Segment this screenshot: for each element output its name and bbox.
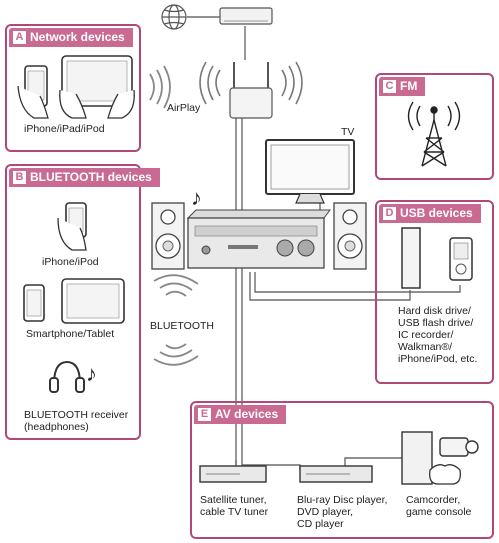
hard-disk-drive-icon [401,227,421,289]
label-bd-line2: DVD player, [297,506,354,518]
satellite-tuner-icon [199,465,267,483]
music-note-icon: ♪ [191,185,202,210]
label-cam-line1: Camcorder, [406,494,461,506]
camcorder-icon [439,437,479,457]
label-iphone-ipod: iPhone/iPod [42,256,99,268]
right-speaker-icon [333,202,367,270]
iphone-ipod-icon [57,202,87,251]
label-usb-line3: IC recorder/ [398,329,454,341]
fm-antenna-icon [407,101,461,167]
panel-e-title: AV devices [215,407,279,421]
panel-b-heading: B BLUETOOTH devices [9,168,160,187]
panel-b-letter: B [13,171,26,184]
label-sat-line2: cable TV tuner [200,506,269,518]
panel-c-heading: C FM [379,77,426,96]
label-bt-receiver-line1: BLUETOOTH receiver [24,409,129,421]
panel-fm: C FM [375,73,494,180]
panel-e-letter: E [198,408,211,421]
tv-icon [265,139,355,204]
label-smartphone-tablet: Smartphone/Tablet [26,328,115,340]
label-usb-line2: USB flash drive/ [398,317,474,329]
label-cam-line2: game console [406,506,472,518]
label-usb-line4: Walkman®/ [398,341,453,353]
label-bt-receiver-line2: (headphones) [24,421,89,433]
walkman-icon [449,237,473,281]
panel-e-heading: E AV devices [194,405,287,424]
label-sat-line1: Satellite tuner, [200,494,267,506]
router-icon [229,62,273,119]
panel-av-devices: E AV devices [190,401,494,539]
panel-c-title: FM [400,79,418,93]
panel-d-heading: D USB devices [379,204,481,223]
smartphone-tablet-icon [23,278,125,324]
label-bd-line3: CD player [297,518,344,530]
game-console-icon [401,431,461,485]
wifi-waves-icon [199,61,303,105]
panel-a-letter: A [13,31,26,44]
label-tv: TV [341,126,355,138]
label-usb-line1: Hard disk drive/ [398,305,471,317]
panel-d-title: USB devices [400,206,473,220]
panel-network-devices: A Network devices [5,24,141,152]
panel-bluetooth-devices: B BLUETOOTH devices [5,164,160,440]
label-iphone-ipad-ipod: iPhone/iPad/iPod [24,123,105,135]
bluetooth-waves-icon [153,274,199,366]
globe-icon [161,4,187,30]
panel-c-letter: C [383,80,396,93]
headphones-music-note-icon: ♪ [86,361,97,386]
left-speaker-icon [151,202,185,270]
label-bd-line1: Blu-ray Disc player, [297,494,388,506]
modem-icon [219,7,273,25]
panel-a-title: Network devices [30,30,125,44]
airplay-waves-icon [149,65,171,109]
panel-d-letter: D [383,207,396,220]
panel-a-heading: A Network devices [9,28,133,47]
label-bluetooth: BLUETOOTH [150,320,214,332]
iphone-ipad-ipod-icon [17,55,135,119]
bluray-player-icon [299,465,373,483]
headphones-icon [49,360,85,393]
panel-usb-devices: D USB devices [375,200,494,384]
label-usb-line5: iPhone/iPod, etc. [398,353,478,365]
panel-b-title: BLUETOOTH devices [30,170,152,184]
av-receiver-icon [186,209,331,269]
label-airplay: AirPlay [167,102,201,114]
